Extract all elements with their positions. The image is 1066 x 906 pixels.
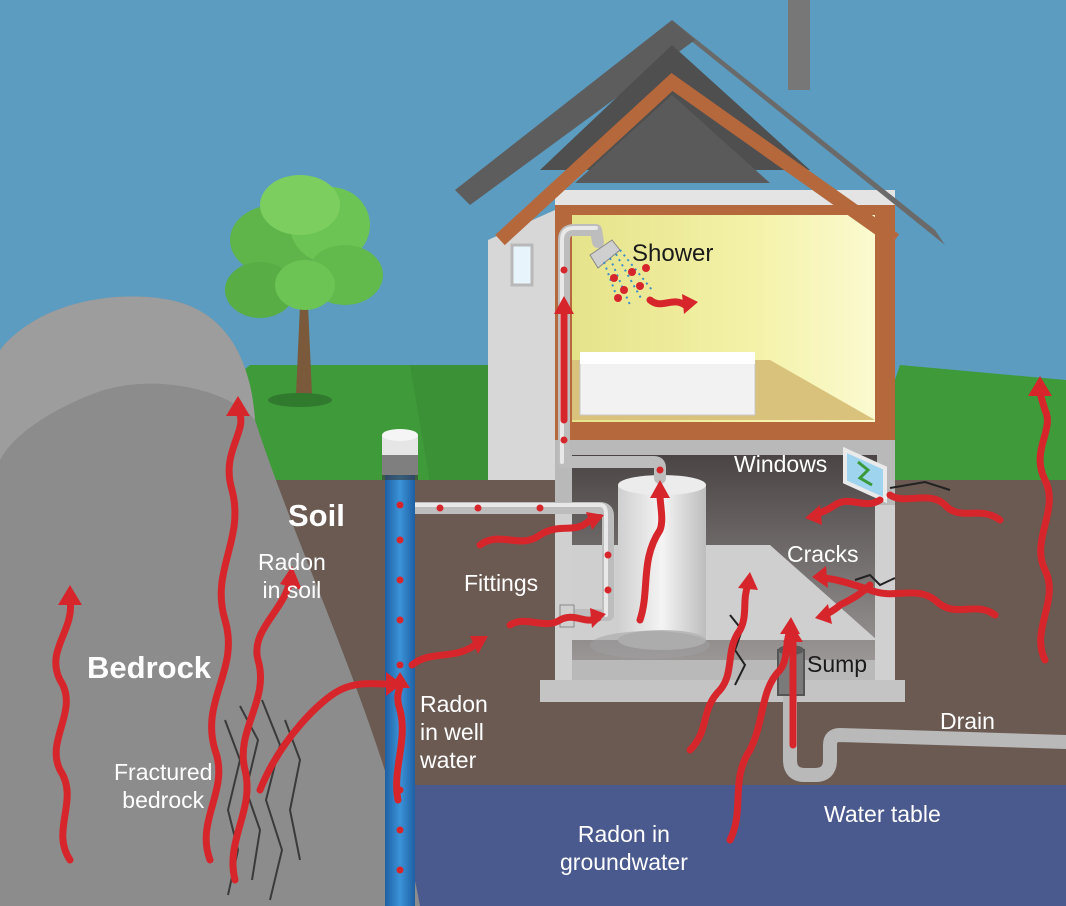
radon-arrow — [821, 574, 999, 619]
pipe-radon-dots — [436, 266, 664, 594]
radon-arrow — [202, 406, 245, 864]
radon-arrow — [636, 491, 666, 624]
tree — [225, 175, 383, 407]
radon-arrow — [229, 576, 294, 884]
grass-right — [860, 365, 1066, 482]
radon-arrow — [393, 681, 406, 804]
house-side-window — [510, 243, 534, 287]
label-windows: Windows — [734, 451, 828, 477]
radon-arrow — [646, 296, 689, 309]
bedrock-shade — [0, 296, 255, 460]
shower-spray — [603, 249, 653, 306]
label-water-table: Water table — [824, 801, 941, 827]
radon-arrow — [476, 516, 594, 549]
bedrock-rock — [0, 296, 420, 906]
roof-trim — [495, 73, 900, 246]
house-side-wall — [488, 210, 555, 480]
label-radon-in-well-water: Radon in well water — [420, 691, 488, 773]
radon-arrow — [686, 581, 752, 754]
label-shower: Shower — [632, 240, 714, 267]
radon-arrow — [726, 626, 794, 844]
roof-attic — [575, 95, 770, 183]
beam-upper — [555, 205, 895, 215]
label-drain: Drain — [940, 708, 995, 734]
radon-arrow — [256, 680, 396, 794]
label-fittings: Fittings — [464, 570, 539, 596]
shower-radon-dots — [610, 264, 650, 302]
radon-arrows — [52, 296, 1053, 884]
radon-arrow — [886, 491, 1004, 524]
basement-window — [843, 446, 887, 504]
radon-arrow — [506, 613, 602, 629]
bathtub — [579, 352, 756, 416]
label-soil: Soil — [288, 498, 345, 533]
radon-arrow — [52, 596, 75, 864]
label-cracks: Cracks — [787, 541, 859, 567]
radon-arrow-heads — [58, 294, 1052, 696]
roof-left — [455, 20, 695, 205]
beam-mid — [555, 422, 895, 440]
drain-pipe — [783, 653, 1066, 782]
label-radon-in-soil: Radon in soil — [258, 549, 326, 603]
chimney — [788, 0, 810, 90]
beam-right — [875, 205, 895, 440]
label-sump: Sump — [807, 651, 868, 677]
water-heater — [590, 475, 710, 659]
radon-arrow — [1036, 386, 1053, 664]
roof-right — [672, 20, 945, 245]
house-pipes-highlight — [408, 226, 608, 617]
radon-arrow — [408, 641, 479, 669]
label-bedrock: Bedrock — [87, 650, 212, 685]
basement-footing-left — [555, 505, 572, 680]
label-radon-in-groundwater: Radon in groundwater — [560, 821, 688, 875]
label-fractured-bedrock: Fractured bedrock — [114, 759, 213, 813]
radon-arrow — [811, 496, 884, 519]
